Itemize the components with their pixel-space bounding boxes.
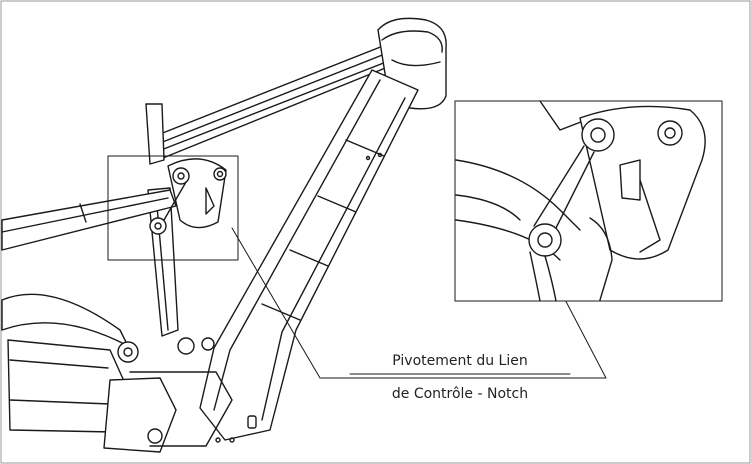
frame-drawing	[1, 17, 607, 453]
callout-label-line2: de Contrôle - Notch	[391, 386, 529, 402]
rocker-link	[149, 158, 227, 235]
callout-label-line1: Pivotement du Lien	[392, 353, 528, 369]
detail-region-box	[107, 155, 239, 261]
down-tube	[199, 69, 419, 441]
detail-leader-line	[231, 227, 607, 379]
detail-inset	[454, 100, 723, 302]
motor-housing	[7, 337, 235, 453]
rear-swingarm	[1, 189, 177, 347]
